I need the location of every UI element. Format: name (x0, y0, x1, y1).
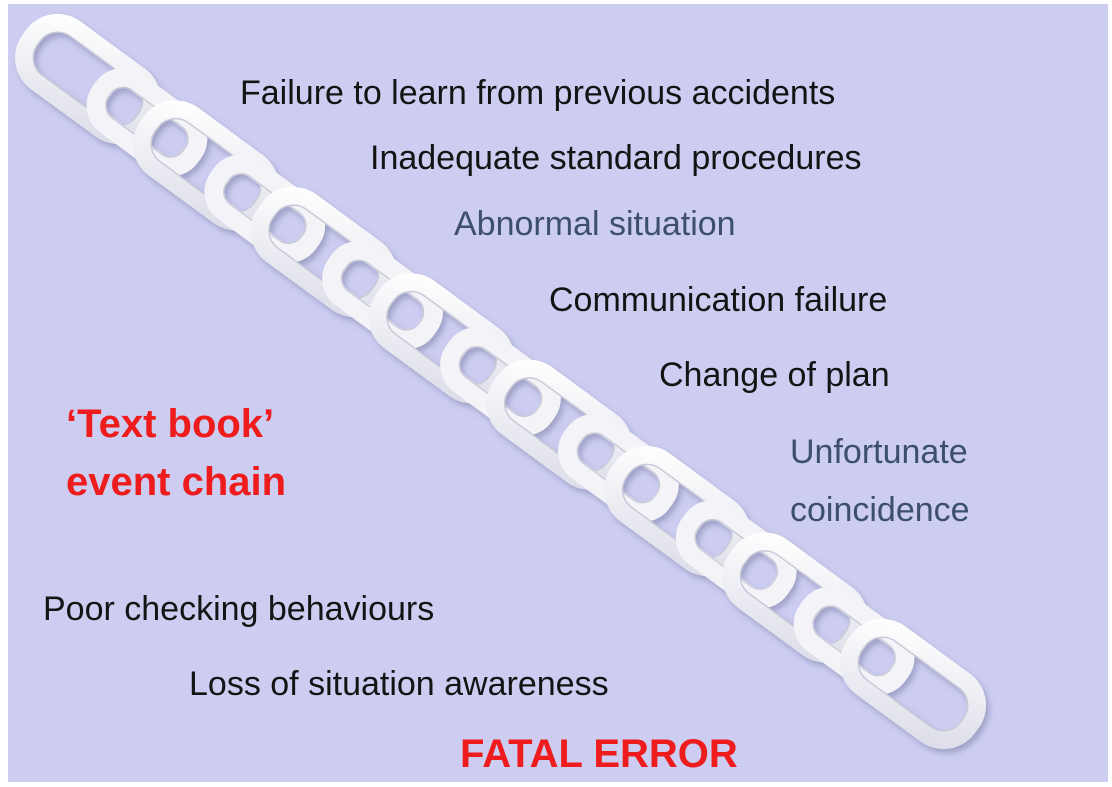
chain-item-failure-to-learn: Failure to learn from previous accidents (240, 74, 836, 112)
chain-item-communication-failure: Communication failure (549, 281, 888, 319)
chain-illustration (14, 13, 987, 750)
chain-item-change-of-plan: Change of plan (659, 356, 890, 394)
chain-item-loss-of-awareness: Loss of situation awareness (189, 665, 609, 703)
chain-item-abnormal-situation: Abnormal situation (454, 205, 736, 243)
slide: Failure to learn from previous accidents… (8, 4, 1108, 782)
chain-item-unfortunate-line1: Unfortunate (790, 433, 968, 471)
diagram-title: ‘Text book’ event chain (66, 395, 286, 511)
chain-item-poor-checking: Poor checking behaviours (43, 590, 435, 628)
diagram-title-line1: ‘Text book’ (66, 402, 275, 446)
chain-item-inadequate-procedures: Inadequate standard procedures (370, 139, 862, 177)
chain-item-unfortunate-line2: coincidence (790, 491, 970, 529)
diagram-title-line2: event chain (66, 460, 287, 504)
chain-link-icon (839, 618, 987, 750)
chain-item-unfortunate-coincidence: Unfortunate coincidence (790, 423, 970, 539)
fatal-error-label: FATAL ERROR (460, 732, 738, 776)
